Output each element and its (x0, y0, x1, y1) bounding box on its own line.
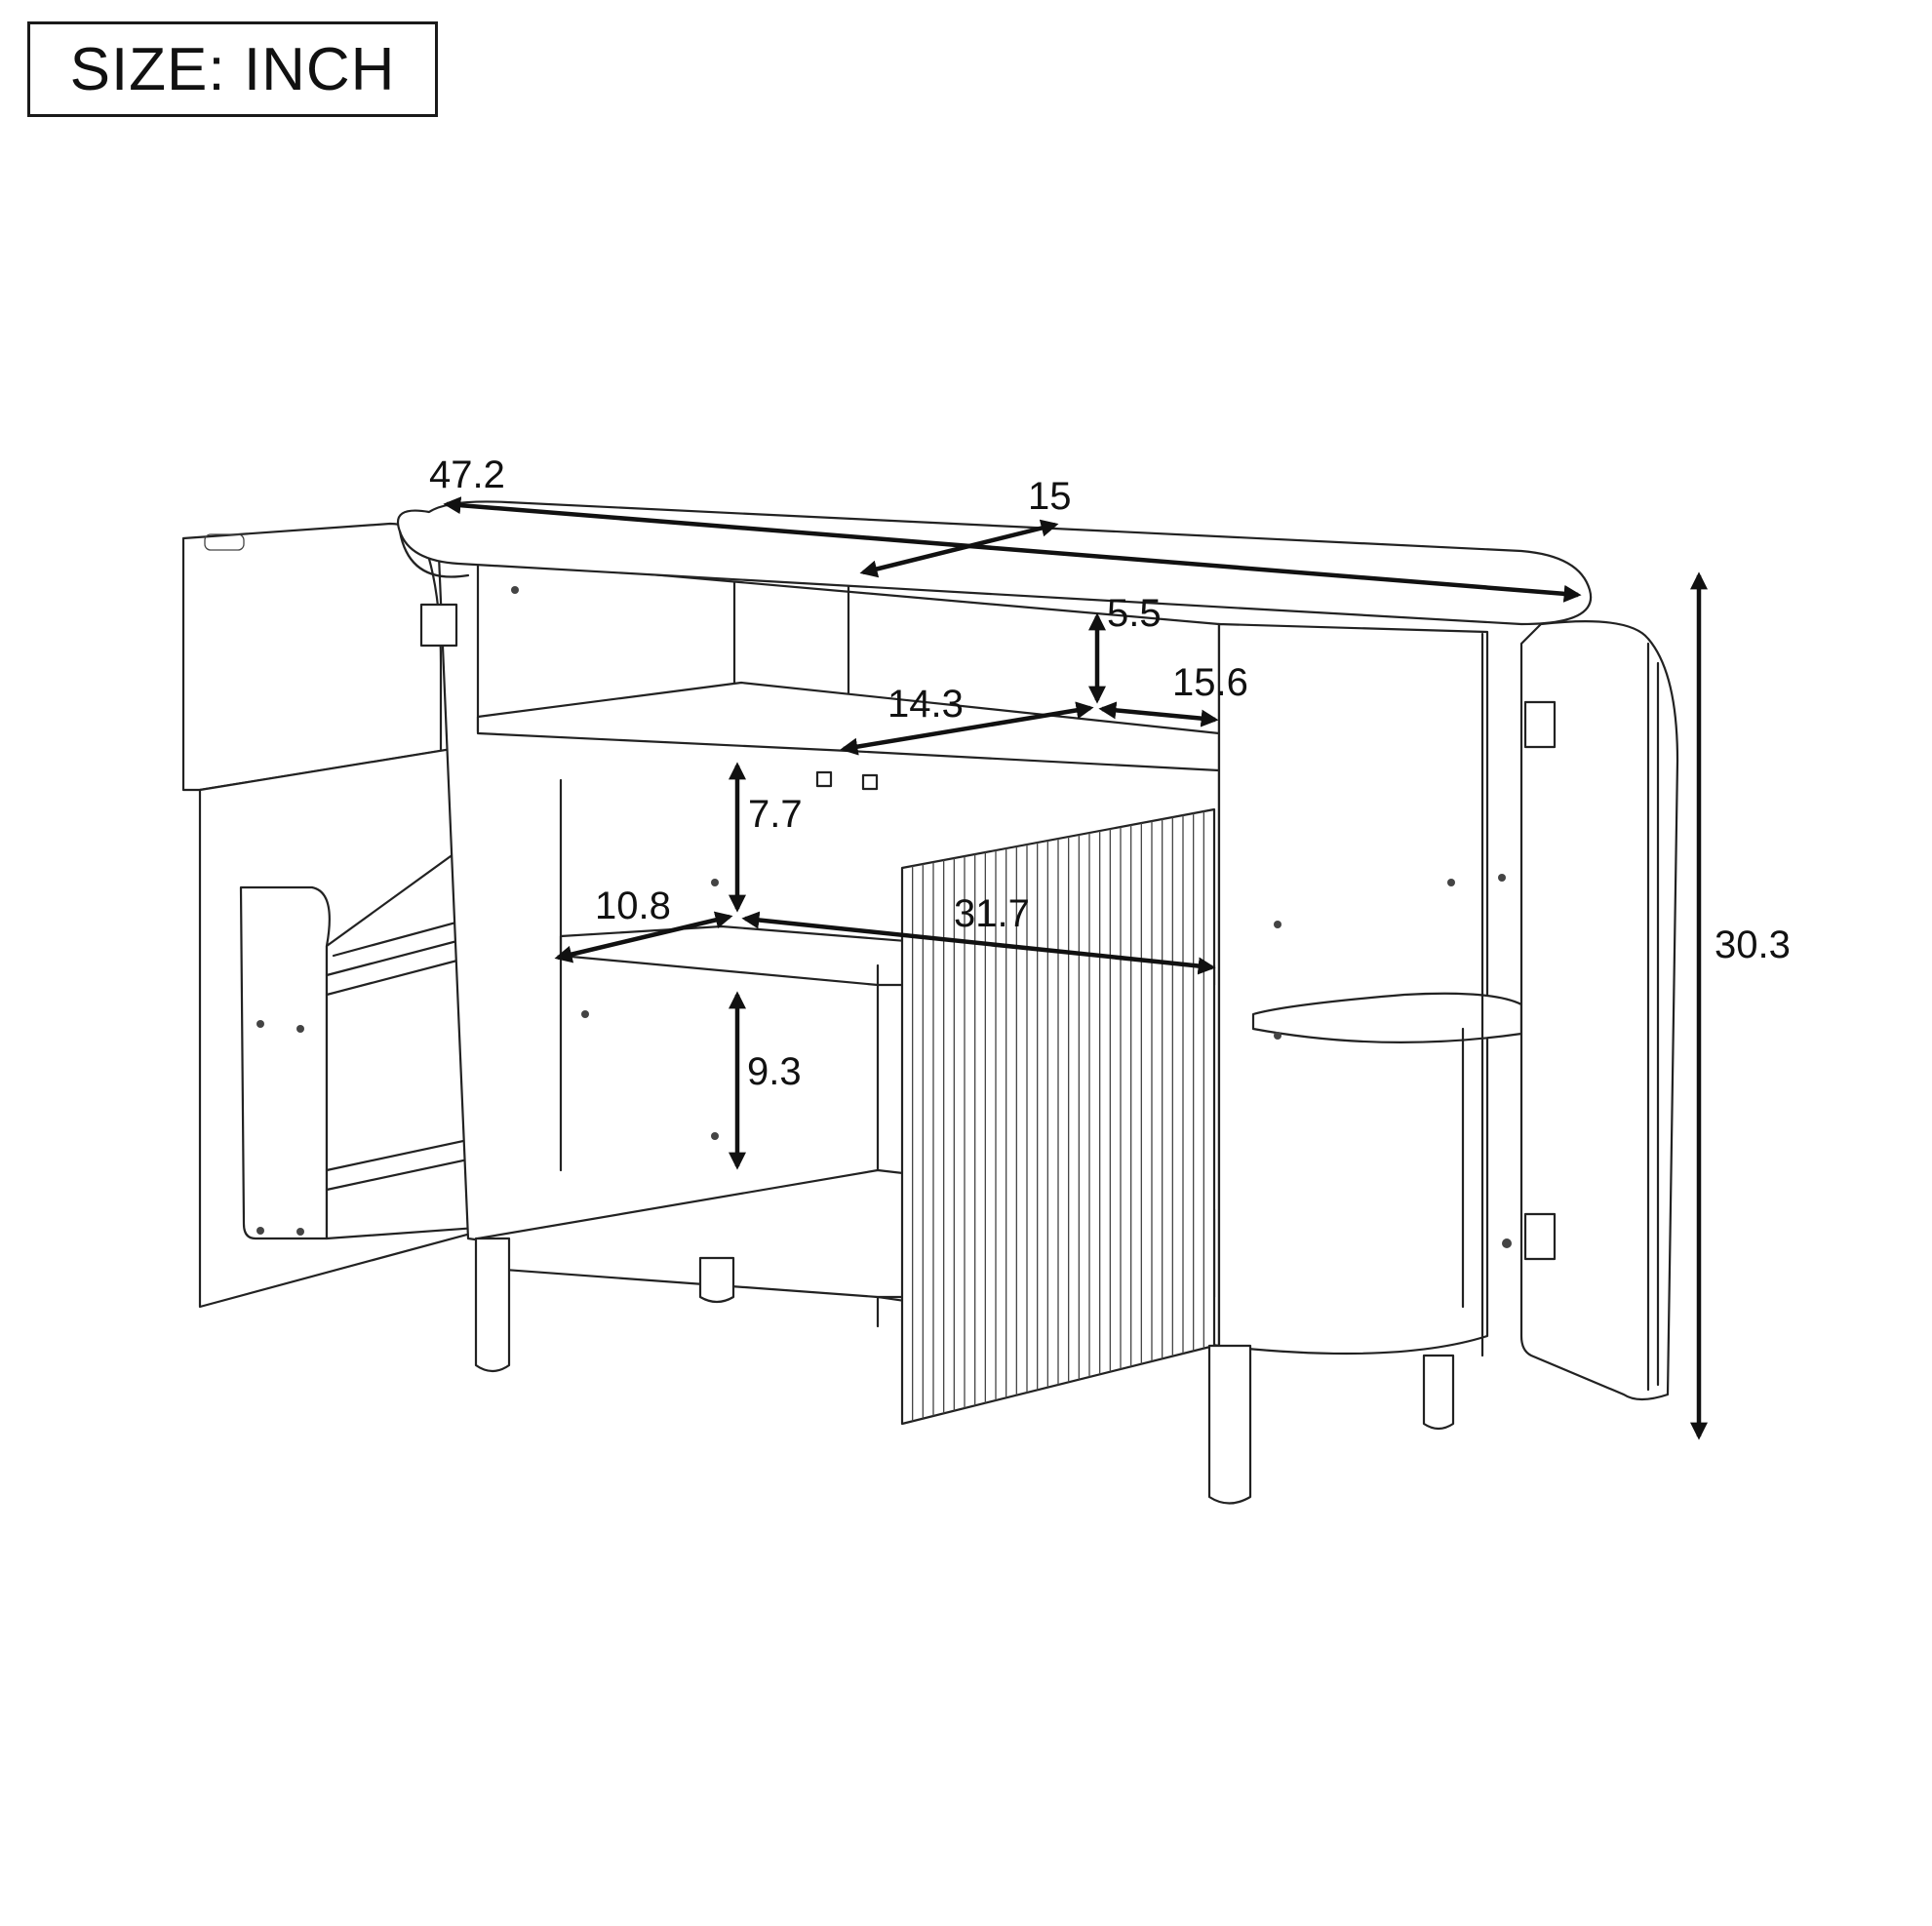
total-height-label: 30.3 (1715, 924, 1791, 966)
right-compartment (1217, 622, 1489, 1356)
middle-opening-height-label: 7.7 (748, 793, 803, 836)
inner-shelf-depth-arrow (554, 911, 733, 963)
lower-opening-height-label: 9.3 (747, 1050, 802, 1093)
top-shelf-height-label: 5.5 (1107, 592, 1162, 635)
fluted-center-door (900, 807, 1216, 1426)
top-compartment-width-label: 14.3 (887, 683, 964, 726)
depth-arrow (859, 519, 1059, 578)
door-handle-slot (204, 533, 245, 551)
right-door (1519, 620, 1679, 1401)
hinge-icons (419, 603, 1557, 1261)
top-compartment-depth-label: 15.6 (1172, 661, 1248, 704)
top-compartment-depth-arrow (1098, 701, 1219, 727)
size-unit-label: SIZE: INCH (69, 35, 396, 103)
inner-shelf-depth-label: 10.8 (595, 884, 671, 927)
size-unit-label-box: SIZE: INCH (27, 21, 438, 117)
cabinet-legs (474, 1237, 1455, 1505)
depth-label: 15 (1028, 475, 1072, 518)
right-corner-shelf (1251, 992, 1523, 1043)
top-compartment-width-arrow (840, 701, 1094, 756)
dimension-arrows (443, 496, 1708, 1440)
cabinet-illustration (181, 500, 1679, 1505)
inner-width-arrow (741, 911, 1216, 975)
dimension-labels: 47.2 15 5.5 14.3 15.6 7.7 10.8 31.7 9.3 … (429, 453, 1791, 1093)
left-upper-door (181, 522, 443, 792)
inner-width-label: 31.7 (954, 892, 1030, 935)
length-label: 47.2 (429, 453, 505, 496)
